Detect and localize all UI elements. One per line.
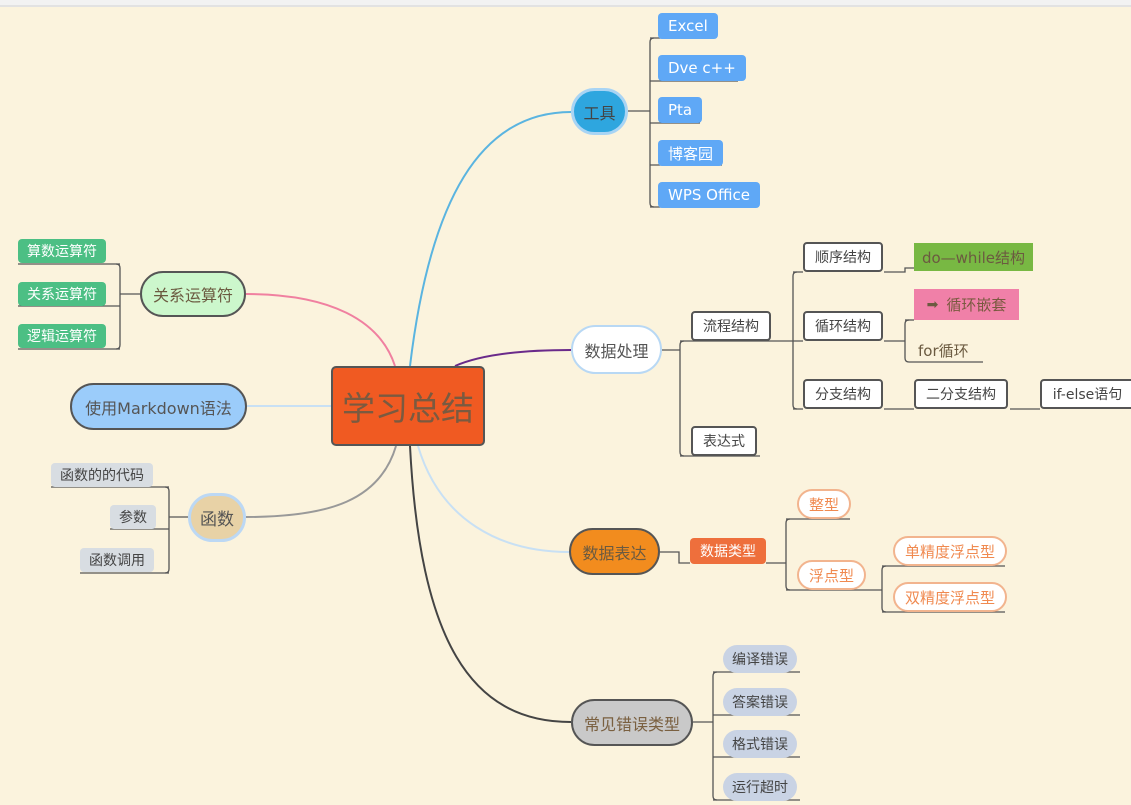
functions-node[interactable]: 函数 xyxy=(188,493,246,542)
double-float-node[interactable]: 双精度浮点型 xyxy=(893,582,1008,612)
link-functions xyxy=(245,445,397,518)
error-compile[interactable]: 编译错误 xyxy=(723,645,797,673)
function-call-node[interactable]: 函数调用 xyxy=(80,548,154,572)
float-node[interactable]: 浮点型 xyxy=(797,560,867,590)
sequence-structure-node[interactable]: 顺序结构 xyxy=(803,242,883,272)
tool-devcpp[interactable]: Dve c++ xyxy=(658,55,746,81)
expression-node[interactable]: 表达式 xyxy=(691,426,757,456)
tool-excel[interactable]: Excel xyxy=(658,13,718,39)
arithmetic-operators-node[interactable]: 算数运算符 xyxy=(18,239,106,263)
tool-wps[interactable]: WPS Office xyxy=(658,182,760,208)
arrow-right-icon: ➡ xyxy=(926,296,939,313)
function-code-node[interactable]: 函数的的代码 xyxy=(51,463,153,487)
link-data-processing xyxy=(454,349,572,367)
integer-node[interactable]: 整型 xyxy=(797,489,852,519)
tool-cnblogs[interactable]: 博客园 xyxy=(658,140,724,166)
logical-operators-node[interactable]: 逻辑运算符 xyxy=(18,324,106,348)
relational-operators-child-node[interactable]: 关系运算符 xyxy=(18,282,106,306)
data-expression-node[interactable]: 数据表达 xyxy=(569,528,660,575)
error-timeout[interactable]: 运行超时 xyxy=(723,773,797,801)
parameters-node[interactable]: 参数 xyxy=(110,505,156,529)
do-while-node[interactable]: do—while结构 xyxy=(914,243,1033,271)
single-float-node[interactable]: 单精度浮点型 xyxy=(893,536,1008,566)
relational-operators-node[interactable]: 关系运算符 xyxy=(140,271,246,317)
link-relop xyxy=(245,293,396,367)
root-node[interactable]: 学习总结 xyxy=(331,366,485,446)
loop-nesting-label: 循环嵌套 xyxy=(946,296,1007,314)
top-toolbar-strip xyxy=(0,0,1131,7)
tools-node[interactable]: 工具 xyxy=(571,88,628,135)
flow-structure-node[interactable]: 流程结构 xyxy=(691,311,771,341)
for-loop-node[interactable]: for循环 xyxy=(918,341,969,360)
branch-structure-node[interactable]: 分支结构 xyxy=(803,379,883,409)
link-data-expression xyxy=(417,445,570,553)
loop-nesting-node[interactable]: ➡ 循环嵌套 xyxy=(914,289,1019,320)
data-type-node[interactable]: 数据类型 xyxy=(690,538,766,564)
data-processing-node[interactable]: 数据处理 xyxy=(571,325,662,374)
link-errors xyxy=(409,445,572,723)
common-errors-node[interactable]: 常见错误类型 xyxy=(571,699,693,746)
error-wrong-answer[interactable]: 答案错误 xyxy=(723,688,797,716)
if-else-node[interactable]: if-else语句 xyxy=(1040,379,1131,409)
markdown-node[interactable]: 使用Markdown语法 xyxy=(70,383,247,430)
tool-pta[interactable]: Pta xyxy=(658,97,703,123)
link-tools xyxy=(409,111,572,367)
loop-structure-node[interactable]: 循环结构 xyxy=(803,311,883,341)
two-branch-node[interactable]: 二分支结构 xyxy=(914,379,1008,409)
error-format[interactable]: 格式错误 xyxy=(723,730,797,758)
